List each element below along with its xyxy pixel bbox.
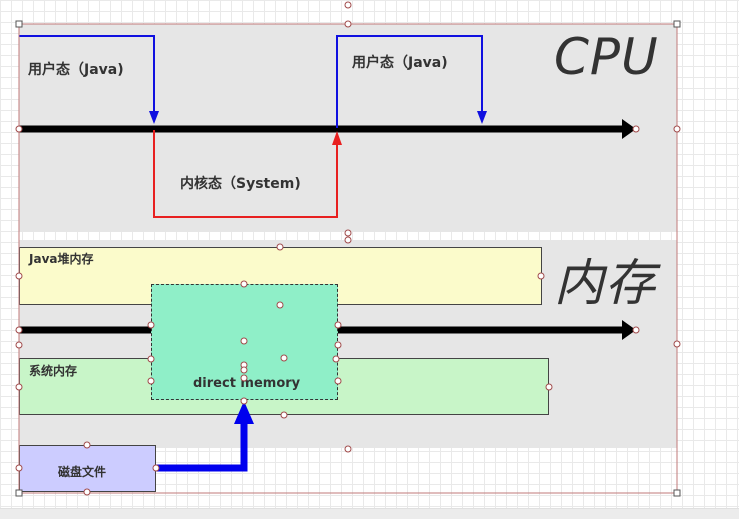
connection-point[interactable] — [240, 374, 248, 382]
connection-point[interactable] — [632, 326, 640, 334]
resize-handle-top-right[interactable] — [673, 20, 681, 28]
cpu-timeline-arrow — [19, 119, 636, 139]
memory-title: 内存 — [554, 254, 656, 312]
kernel-mode-path — [153, 130, 342, 218]
connection-point[interactable] — [344, 236, 352, 244]
connection-point[interactable] — [15, 125, 23, 133]
connection-point[interactable] — [344, 229, 352, 237]
direct-memory-label: direct memory — [193, 376, 301, 391]
user-mode-left-label: 用户态（Java) — [28, 62, 124, 78]
connection-point[interactable] — [334, 341, 342, 349]
connection-point[interactable] — [147, 377, 155, 385]
java-heap-label: Java堆内存 — [29, 252, 94, 266]
connection-point[interactable] — [240, 337, 248, 345]
connection-point[interactable] — [276, 301, 284, 309]
user-mode-path-left — [19, 35, 159, 124]
user-mode-path-right — [336, 35, 487, 128]
connection-point[interactable] — [15, 326, 23, 334]
connection-point[interactable] — [240, 280, 248, 288]
connection-point[interactable] — [334, 377, 342, 385]
connection-point[interactable] — [632, 125, 640, 133]
resize-handle-bottom[interactable] — [344, 445, 352, 453]
disk-file-label: 磁盘文件 — [58, 465, 107, 479]
connection-point[interactable] — [276, 243, 284, 251]
connection-point[interactable] — [15, 464, 23, 472]
connection-point[interactable] — [147, 355, 155, 363]
disk-to-direct-memory-arrow — [156, 401, 254, 472]
resize-handle-bottom-right[interactable] — [673, 489, 681, 497]
rotate-handle[interactable] — [344, 1, 352, 9]
kernel-mode-label: 内核态（System) — [180, 176, 301, 192]
resize-handle-right-lower[interactable] — [673, 340, 681, 348]
connection-point[interactable] — [15, 272, 23, 280]
connection-point[interactable] — [83, 441, 91, 449]
connection-point[interactable] — [240, 397, 248, 405]
connection-point[interactable] — [280, 354, 288, 362]
resize-handle-top[interactable] — [344, 20, 352, 28]
connection-point[interactable] — [240, 366, 248, 374]
resize-handle-top-left[interactable] — [15, 20, 23, 28]
connection-point[interactable] — [15, 383, 23, 391]
cpu-title: CPU — [554, 28, 659, 86]
resize-handle-right[interactable] — [673, 125, 681, 133]
connection-point[interactable] — [545, 383, 553, 391]
connection-point[interactable] — [537, 272, 545, 280]
user-mode-right-label: 用户态（Java) — [352, 55, 448, 71]
connection-point[interactable] — [152, 464, 160, 472]
connection-point[interactable] — [15, 341, 23, 349]
connection-point[interactable] — [332, 355, 340, 363]
system-memory-label: 系统内存 — [29, 364, 78, 378]
connection-point[interactable] — [83, 488, 91, 496]
connection-point[interactable] — [280, 411, 288, 419]
connection-point[interactable] — [147, 321, 155, 329]
connection-point[interactable] — [334, 321, 342, 329]
resize-handle-bottom-left[interactable] — [15, 489, 23, 497]
canvas-bottom-bar — [0, 508, 739, 519]
